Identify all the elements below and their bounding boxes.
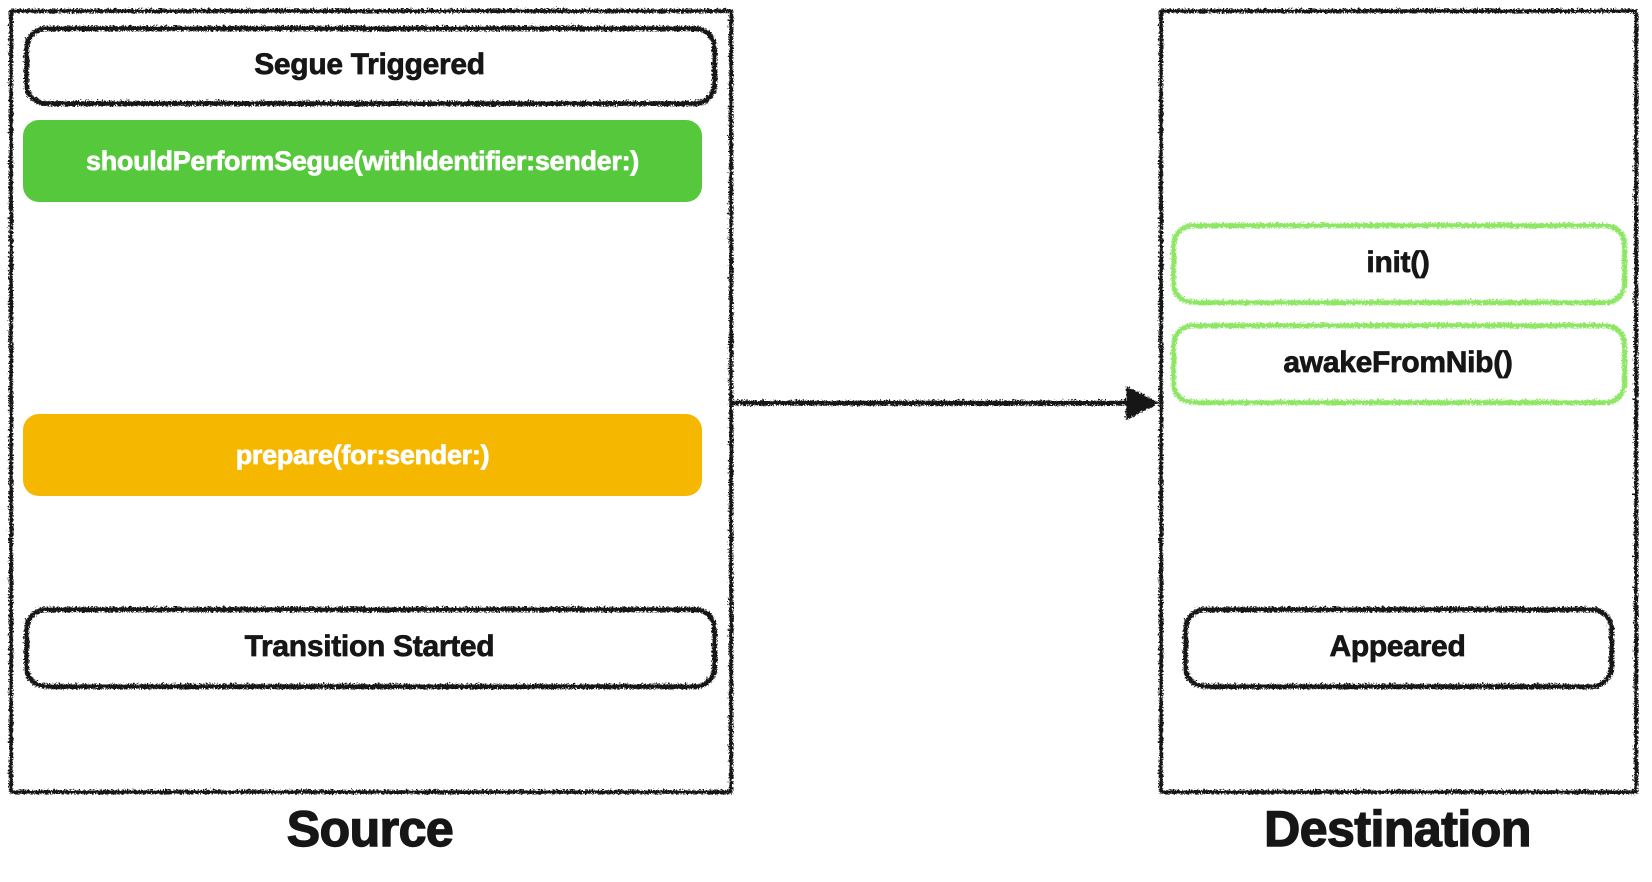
node-init: init() xyxy=(1170,222,1626,304)
segue-arrow xyxy=(730,385,1159,419)
node-segue-triggered: Segue Triggered xyxy=(23,25,716,105)
init-label: init() xyxy=(1366,246,1430,280)
segue-triggered-label: Segue Triggered xyxy=(254,48,486,82)
appeared-label: Appeared xyxy=(1329,630,1466,664)
node-prepare: prepare(for:sender:) xyxy=(23,414,702,496)
source-title: Source xyxy=(286,800,454,857)
node-awake-from-nib: awakeFromNib() xyxy=(1170,322,1626,404)
prepare-label: prepare(for:sender:) xyxy=(235,439,490,470)
node-should-perform-segue: shouldPerformSegue(withIdentifier:sender… xyxy=(23,120,702,202)
transition-started-label: Transition Started xyxy=(244,630,495,664)
destination-title: Destination xyxy=(1263,800,1532,857)
should-perform-segue-label: shouldPerformSegue(withIdentifier:sender… xyxy=(86,145,640,176)
source-panel: Segue Triggered shouldPerformSegue(withI… xyxy=(8,8,732,793)
segue-arrowhead xyxy=(1125,385,1159,419)
destination-panel: init() awakeFromNib() Appeared xyxy=(1158,8,1637,793)
node-appeared: Appeared xyxy=(1182,606,1613,688)
node-transition-started: Transition Started xyxy=(23,606,716,688)
awake-from-nib-label: awakeFromNib() xyxy=(1283,346,1513,380)
